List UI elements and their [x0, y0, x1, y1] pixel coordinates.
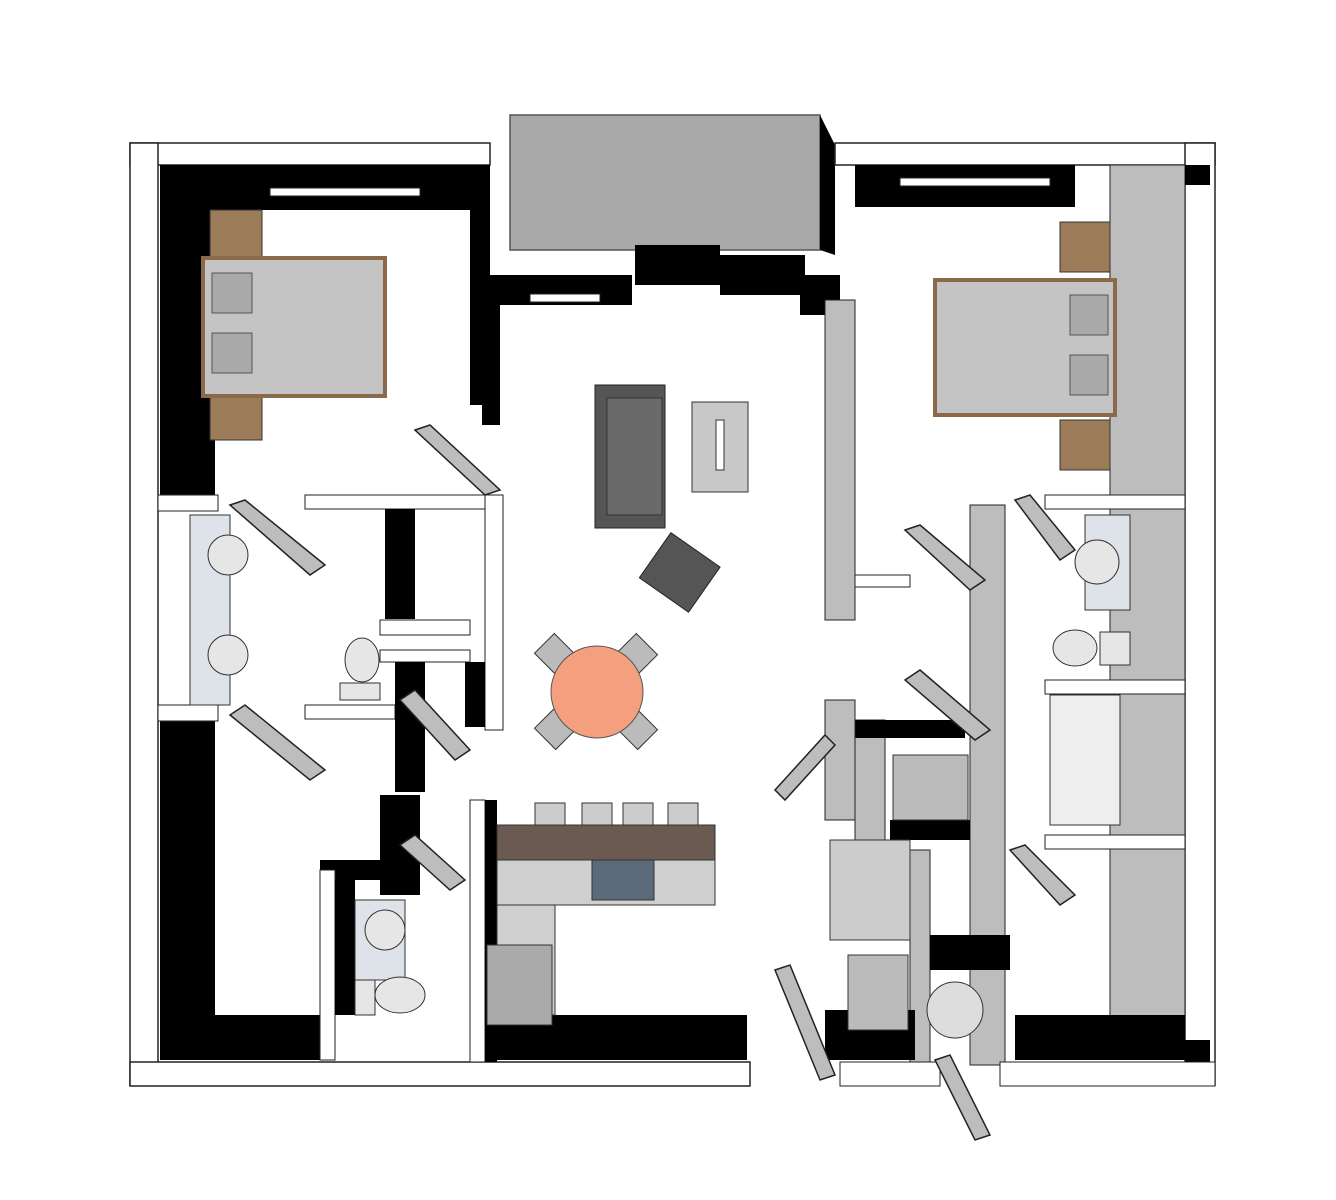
stove	[486, 944, 553, 1026]
dining-table	[550, 645, 644, 739]
bath-fixtures	[189, 514, 1131, 1039]
balcony	[509, 114, 821, 251]
kitchen-sink	[591, 859, 655, 901]
armchair	[638, 531, 721, 613]
doors[interactable]	[228, 424, 1077, 1141]
nightstand-right-top	[1059, 221, 1111, 273]
bed-right	[933, 278, 1117, 417]
coffee-table	[691, 401, 749, 493]
kitchen	[486, 802, 716, 1026]
sofa	[594, 384, 666, 529]
dining-set	[533, 632, 659, 751]
nightstand-right-bottom	[1059, 419, 1111, 471]
nightstand-left-top	[209, 209, 263, 259]
balcony-wall-right	[820, 115, 835, 255]
bed-left	[201, 256, 387, 398]
walls-left-unit	[129, 142, 840, 1087]
walls-right-unit	[824, 142, 1216, 1087]
bathtub	[1049, 694, 1121, 826]
nightstand-left-bottom	[209, 394, 263, 441]
bar-counter	[496, 824, 716, 861]
